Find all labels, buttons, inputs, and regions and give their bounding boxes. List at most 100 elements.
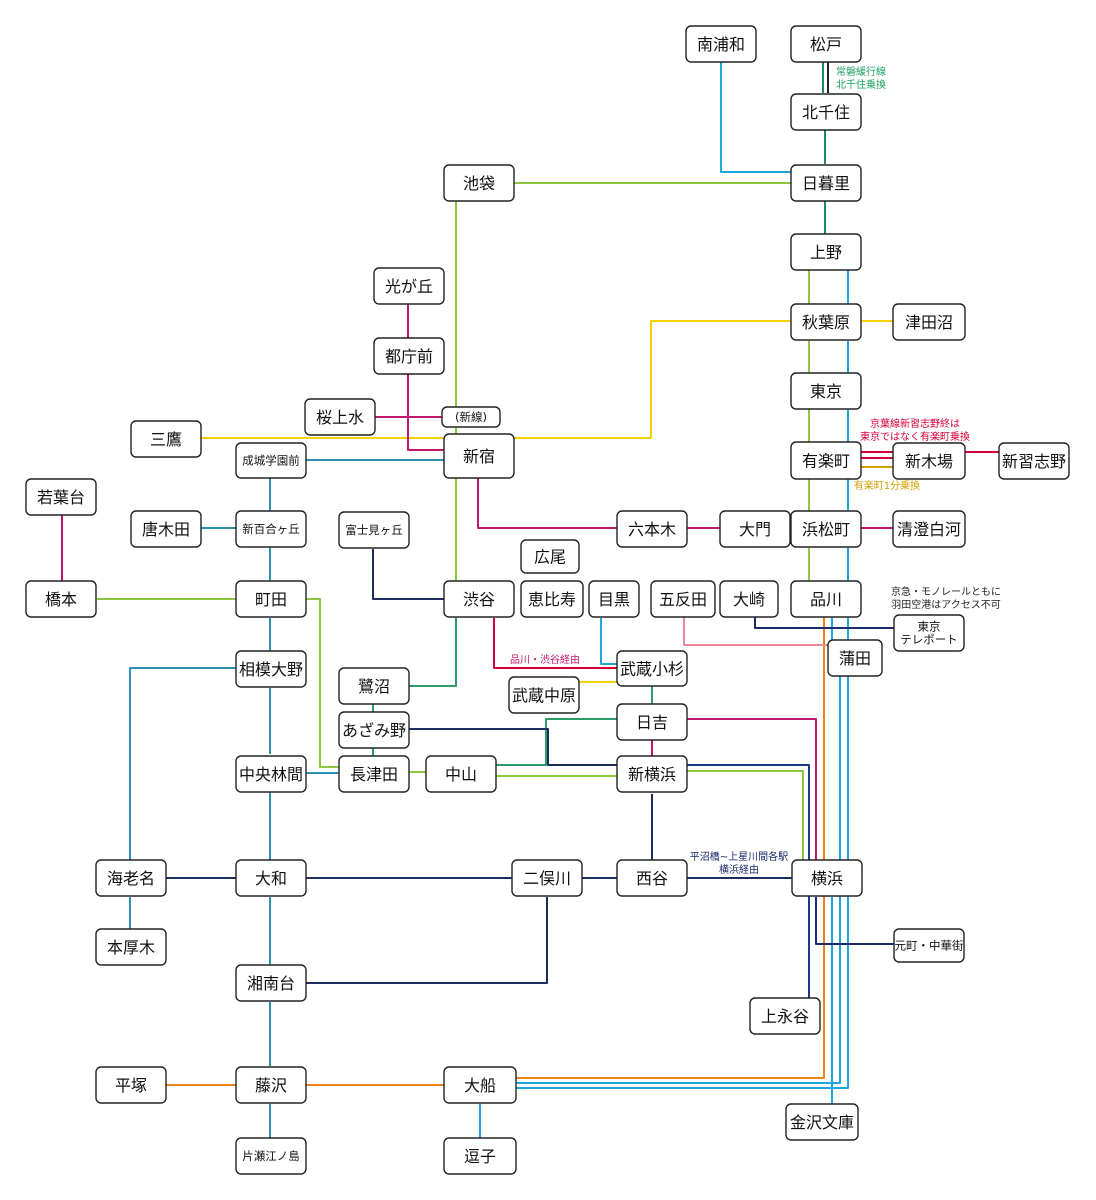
station-box (130, 420, 202, 458)
station-label: 蒲田 (839, 649, 871, 668)
station-ueno[interactable]: 上野 (790, 233, 862, 271)
station-fujimigaoka[interactable]: 富士見ヶ丘 (338, 511, 410, 549)
station-label: 大門 (739, 520, 771, 539)
station-ebina[interactable]: 海老名 (95, 859, 167, 897)
stations[interactable]: 南浦和松戸北千住池袋 日暮里上野光が丘都庁前 秋葉原 津田沼東京桜上水 (新線) 三鷹新宿… (25, 25, 1070, 1175)
station-roppongi[interactable]: 六本木 (616, 510, 688, 548)
station-label: 東京 (810, 382, 842, 401)
station-matsudo[interactable]: 松戸 (790, 25, 862, 63)
station-ikebukuro[interactable]: 池袋 (443, 164, 515, 202)
station-mitaka[interactable]: 三鷹 (130, 420, 202, 458)
station-shinyurigaoka[interactable]: 新百合ヶ丘 (235, 510, 307, 548)
station-shonandai[interactable]: 湘南台 (235, 964, 307, 1002)
station-zushi[interactable]: 逗子 (443, 1137, 517, 1175)
station-wakabadai[interactable]: 若葉台 (25, 478, 97, 516)
station-label: 新木場 (905, 452, 953, 471)
station-label: 本厚木 (107, 938, 155, 957)
station-kitasenju[interactable]: 北千住 (790, 93, 862, 131)
station-nakayama[interactable]: 中山 (425, 755, 497, 793)
station-label: 上永谷 (761, 1007, 809, 1026)
note-keiyo: 京葉線新習志野終は東京ではなく有楽町乗換 (860, 417, 970, 443)
station-motomachi[interactable]: 元町・中華街 (893, 928, 965, 963)
station-box (373, 267, 445, 305)
station-hamamatsucho[interactable]: 浜松町 (790, 510, 862, 548)
station-osaki[interactable]: 大崎 (719, 580, 779, 618)
station-kiyosumi[interactable]: 清澄白河 (892, 510, 966, 548)
station-daimon[interactable]: 大門 (719, 510, 791, 548)
station-machida[interactable]: 町田 (235, 580, 307, 618)
station-futamatagawa[interactable]: 二俣川 (511, 859, 583, 897)
station-tokyoteleport[interactable]: 東京テレポート (893, 614, 965, 652)
station-honatsugi[interactable]: 本厚木 (95, 928, 167, 966)
station-kanazawabunko[interactable]: 金沢文庫 (785, 1103, 859, 1141)
station-box (616, 755, 688, 793)
station-tochomae[interactable]: 都庁前 (373, 337, 445, 375)
station-label: 相模大野 (239, 660, 303, 679)
station-box (338, 711, 410, 749)
station-hiratsuka[interactable]: 平塚 (95, 1066, 167, 1104)
station-yokohama[interactable]: 横浜 (791, 859, 863, 897)
station-box (790, 25, 862, 63)
station-box (338, 511, 410, 549)
station-minamiurawa[interactable]: 南浦和 (685, 25, 757, 63)
station-shibuya[interactable]: 渋谷 (443, 580, 515, 618)
station-chuorinkan[interactable]: 中央林間 (235, 755, 307, 793)
station-saginuma[interactable]: 鷺沼 (338, 667, 410, 705)
station-sagamiono[interactable]: 相模大野 (235, 650, 307, 688)
station-shinagawa[interactable]: 品川 (790, 580, 862, 618)
station-ebisu[interactable]: 恵比寿 (520, 580, 584, 618)
station-seijo[interactable]: 成城学園前 (235, 442, 307, 479)
station-hiyoshi[interactable]: 日吉 (616, 703, 688, 741)
line-hiyoshi-yokohama (687, 718, 817, 860)
station-label: 都庁前 (385, 347, 433, 366)
station-shinsen[interactable]: (新線) (441, 406, 501, 428)
station-label: 唐木田 (142, 520, 190, 539)
station-label: 新習志野 (1002, 452, 1066, 471)
station-shinnarashino[interactable]: 新習志野 (998, 442, 1070, 480)
station-yurakucho[interactable]: 有楽町 (790, 441, 862, 480)
station-box (443, 164, 515, 202)
station-meguro[interactable]: 目黒 (588, 580, 640, 618)
station-box (893, 928, 965, 963)
station-karakida[interactable]: 唐木田 (130, 510, 202, 548)
station-label: 大船 (464, 1076, 496, 1095)
station-nippori[interactable]: 日暮里 (790, 164, 862, 202)
station-label: 津田沼 (905, 313, 953, 332)
station-azamino[interactable]: あざみ野 (338, 711, 410, 749)
station-label: 新百合ヶ丘 (242, 522, 300, 536)
station-kamata[interactable]: 蒲田 (827, 639, 883, 677)
station-box (790, 303, 862, 341)
station-hiroo[interactable]: 広尾 (520, 539, 580, 574)
station-shinyokohama[interactable]: 新横浜 (616, 755, 688, 793)
station-label: 桜上水 (316, 408, 364, 427)
station-box (441, 406, 501, 428)
station-box (235, 964, 307, 1002)
station-gotanda[interactable]: 五反田 (650, 580, 716, 618)
station-yamato[interactable]: 大和 (235, 859, 307, 897)
station-label: 武蔵小杉 (620, 660, 684, 679)
station-label: 新宿 (463, 447, 495, 466)
station-box (790, 580, 862, 618)
station-shinjuku[interactable]: 新宿 (443, 433, 515, 479)
station-kaminagaya[interactable]: 上永谷 (749, 997, 821, 1035)
station-nagatsuta[interactable]: 長津田 (338, 755, 410, 793)
station-musashikosugi[interactable]: 武蔵小杉 (616, 650, 688, 687)
station-fujisawa[interactable]: 藤沢 (235, 1066, 307, 1104)
station-label: 富士見ヶ丘 (345, 523, 403, 537)
station-box (650, 580, 716, 618)
station-sakurajosui[interactable]: 桜上水 (304, 398, 376, 436)
station-musashinakahara[interactable]: 武蔵中原 (508, 676, 580, 714)
station-hashimoto[interactable]: 橋本 (25, 580, 97, 618)
station-tsudanuma[interactable]: 津田沼 (892, 303, 966, 341)
station-nishiya[interactable]: 西谷 (616, 859, 688, 897)
station-tokyo[interactable]: 東京 (790, 372, 862, 410)
station-box (304, 398, 376, 436)
station-akihabara[interactable]: 秋葉原 (790, 303, 862, 341)
station-shinkiba[interactable]: 新木場 (892, 442, 966, 480)
station-ofuna[interactable]: 大船 (443, 1066, 517, 1104)
station-hikarigaoka[interactable]: 光が丘 (373, 267, 445, 305)
line-keihin-2 (516, 676, 841, 1084)
station-box (790, 510, 862, 548)
station-box (790, 164, 862, 202)
station-katase[interactable]: 片瀬江ノ島 (235, 1137, 307, 1175)
